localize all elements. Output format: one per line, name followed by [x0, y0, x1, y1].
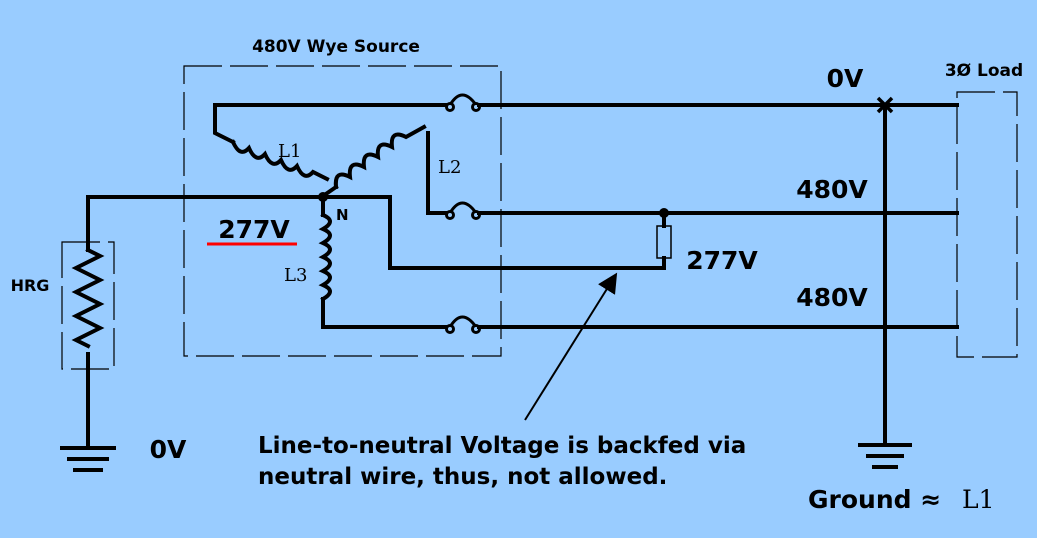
source-title: 480V Wye Source	[252, 37, 420, 57]
backfeed-voltage: 277V	[686, 246, 758, 275]
hrg-resistor	[71, 247, 105, 349]
neutral-to-hrg-wire	[86, 195, 325, 252]
ground-equals: L1	[962, 485, 995, 514]
annotation-arrow	[524, 272, 618, 421]
ground-label: Ground ≈	[808, 485, 941, 514]
neutral-backfeed-wire	[321, 195, 666, 270]
breaker-l3	[448, 315, 478, 328]
winding-l1: L1	[213, 103, 330, 182]
fault-x-icon	[876, 96, 894, 114]
annotation-line-2: neutral wire, thus, not allowed.	[258, 464, 667, 490]
line-l3: 480V	[445, 283, 959, 334]
winding-l3-label: L3	[284, 265, 307, 286]
load-title: 3Ø Load	[945, 61, 1023, 81]
line-l1: 0V	[213, 64, 959, 112]
load-enclosure	[956, 91, 1018, 358]
hrg-ground-icon	[60, 446, 116, 472]
line-l2: 480V	[445, 175, 959, 220]
neutral-voltage: 277V	[218, 215, 290, 244]
line-l3-voltage: 480V	[796, 283, 868, 312]
line-l2-voltage: 480V	[796, 175, 868, 204]
winding-l2: L2	[320, 124, 461, 215]
breaker-l1	[448, 93, 478, 106]
breaker-l2	[448, 201, 478, 214]
winding-l2-label: L2	[438, 157, 461, 178]
fault-ground-icon	[858, 443, 912, 469]
hrg-label: HRG	[11, 276, 50, 295]
neutral-label: N	[336, 206, 349, 224]
winding-l3: L3	[284, 194, 449, 329]
annotation-line-1: Line-to-neutral Voltage is backfed via	[258, 433, 746, 459]
winding-l1-label: L1	[278, 141, 301, 162]
load-resistor	[656, 225, 672, 259]
line-l1-voltage: 0V	[827, 64, 864, 93]
hrg-ground-voltage: 0V	[150, 435, 187, 464]
